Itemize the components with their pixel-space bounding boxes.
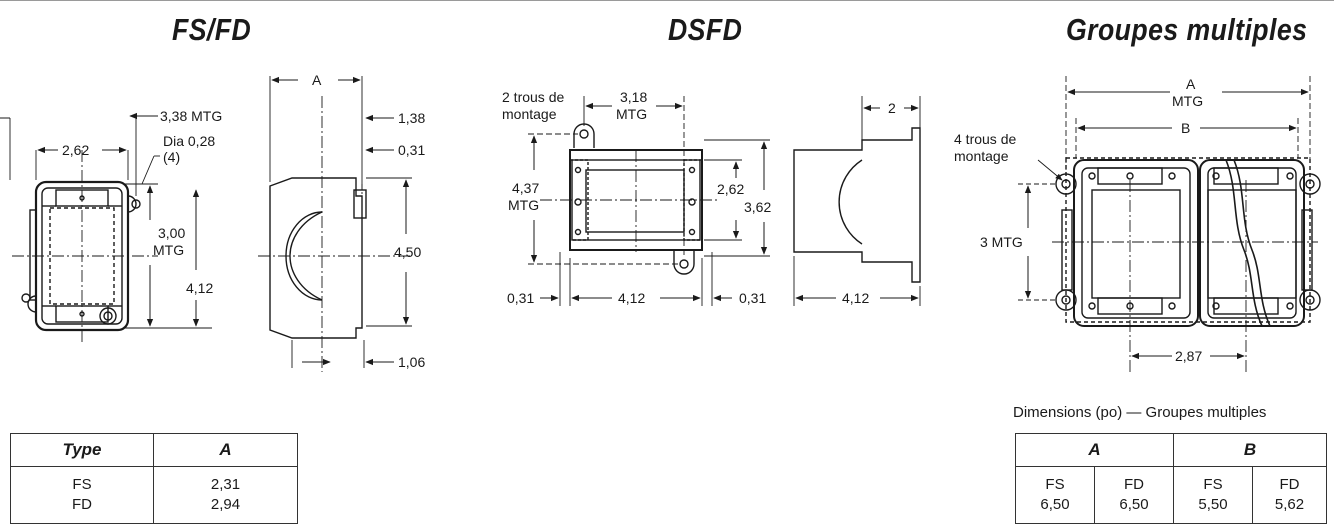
label-031-right: 0,31 [739,290,766,306]
label-318-mtg: MTG [616,106,647,122]
label-412-dsfd: 4,12 [618,290,645,306]
label-031-left: 0,31 [507,290,534,306]
multi-value-3: 5,50 [1198,496,1228,513]
label-412: 4,12 [186,280,213,296]
title-dsfd: DSFD [668,12,743,47]
a-header: A [153,433,298,467]
multi-type-3: FS [1203,476,1223,493]
label-287: 2,87 [1175,348,1202,364]
a-fd: 2,94 [210,496,241,513]
label-338-mtg: 3,38 MTG [160,108,222,124]
fsfd-front-view [0,112,212,345]
technical-drawings: 3,38 MTG Dia 0,28 (4) 2,62 3,00 MTG 4,12… [0,72,1321,372]
dsfd-dimension-labels: 2 trous de montage 3,18 MTG 4,37 MTG 2,6… [502,89,896,306]
multi-value-1: 6,50 [1040,496,1070,513]
label-437-mtg: MTG [508,197,539,213]
label-4-trous: 4 trous de [954,131,1016,147]
multi-table-caption: Dimensions (po) — Groupes multiples [1013,404,1267,421]
label-300-mtg: MTG [153,242,184,258]
fsfd-dimension-labels: 3,38 MTG Dia 0,28 (4) 2,62 3,00 MTG 4,12… [62,72,425,370]
label-montage: montage [502,106,557,122]
label-multi-montage: montage [954,148,1009,164]
multi-a-header: A [1015,433,1174,467]
dsfd-front-view [528,96,770,306]
multi-col-3: FS 5,50 [1173,466,1253,524]
label-side-412: 4,12 [842,290,869,306]
label-dia-028: Dia 0,28 [163,133,215,149]
multi-value-2: 6,50 [1119,496,1149,513]
label-262: 2,62 [62,142,89,158]
label-3-mtg: 3 MTG [980,234,1023,250]
label-300: 3,00 [158,225,185,241]
title-fsfd: FS/FD [172,12,252,47]
multi-type-1: FS [1045,476,1065,493]
multi-type-4: FD [1279,476,1300,493]
a-cell: 2,31 2,94 [153,466,298,524]
label-dia-count: (4) [163,149,180,165]
label-106: 1,06 [398,354,425,370]
type-fs: FS [72,476,92,493]
label-450: 4,50 [394,244,421,260]
label-multi-b: B [1181,120,1190,136]
multi-table: A B FS 6,50 FD 6,50 FS 5,50 FD 5,62 [1015,433,1327,524]
multi-type-2: FD [1124,476,1144,493]
label-multi-a-mtg: MTG [1172,93,1203,109]
label-031: 0,31 [398,142,425,158]
multi-b-header: B [1173,433,1327,467]
label-side-2: 2 [888,100,896,116]
multi-col-4: FD 5,62 [1252,466,1327,524]
multi-dimension-labels: A MTG B 4 trous de montage 3 MTG 2,87 [954,76,1203,364]
multi-value-4: 5,62 [1274,496,1305,513]
dsfd-side-view [793,96,921,306]
label-2-trous: 2 trous de [502,89,564,105]
type-header: Type [10,433,154,467]
label-318: 3,18 [620,89,647,105]
fsfd-side-view [258,76,412,372]
a-fs: 2,31 [210,476,241,493]
label-a: A [312,72,322,88]
multi-col-1: FS 6,50 [1015,466,1095,524]
title-multiples: Groupes multiples [1066,12,1308,47]
multi-col-2: FD 6,50 [1094,466,1174,524]
label-362: 3,62 [744,199,771,215]
type-cell: FS FD [10,466,154,524]
type-table: Type A FS FD 2,31 2,94 [10,433,298,524]
label-multi-a: A [1186,76,1196,92]
label-138: 1,38 [398,110,425,126]
top-rule [0,0,1334,1]
label-437: 4,37 [512,180,539,196]
label-262-dsfd: 2,62 [717,181,744,197]
type-fd: FD [72,496,92,513]
multi-gang-view [1018,76,1321,372]
